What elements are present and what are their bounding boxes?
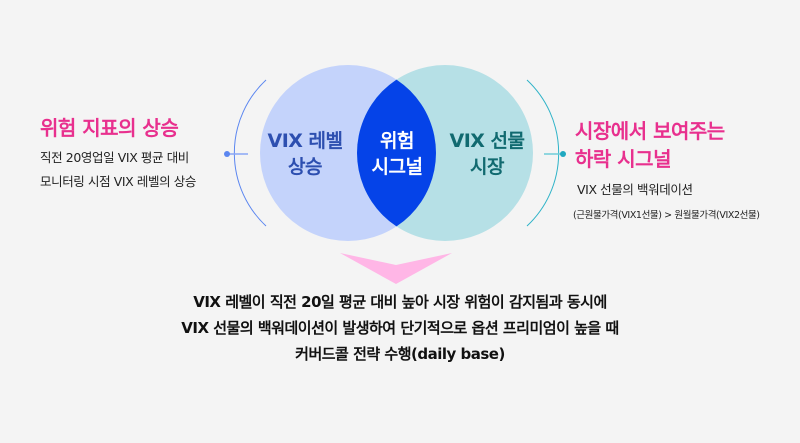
- right-connector-dot: [560, 151, 566, 157]
- right-arc: [526, 79, 560, 227]
- conclusion-line: VIX 선물의 백워데이션이 발생하여 단기적으로 옵션 프리미엄이 높을 때: [181, 319, 619, 337]
- label-line: VIX 레벨: [267, 130, 344, 152]
- left-description: 직전 20영업일 VIX 평균 대비 모니터링 시점 VIX 레벨의 상승: [40, 146, 196, 194]
- intersection-label: 위험 시그널: [355, 128, 439, 180]
- right-description: VIX 선물의 백워데이션: [577, 182, 693, 197]
- label-line: VIX 선물: [449, 130, 526, 152]
- left-desc-line: 모니터링 시점 VIX 레벨의 상승: [40, 174, 196, 189]
- left-circle-label: VIX 레벨 상승: [255, 128, 355, 180]
- left-arc: [233, 79, 267, 227]
- right-title-line: 시장에서 보여주는: [575, 119, 725, 143]
- left-title: 위험 지표의 상승: [40, 116, 179, 140]
- right-title-line: 하락 시그널: [575, 147, 671, 171]
- conclusion-line: VIX 레벨이 직전 20일 평균 대비 높아 시장 위험이 감지됨과 동시에: [193, 293, 607, 311]
- right-subnote: (근원물가격(VIX1선물) > 원월물가격(VIX2선물): [573, 210, 760, 221]
- intersection: [357, 65, 436, 241]
- conclusion-text: VIX 레벨이 직전 20일 평균 대비 높아 시장 위험이 감지됨과 동시에 …: [0, 289, 800, 367]
- conclusion-line: 커버드콜 전략 수행(daily base): [295, 345, 505, 363]
- right-circle-label: VIX 선물 시장: [432, 128, 542, 180]
- left-desc-line: 직전 20영업일 VIX 평균 대비: [40, 150, 189, 165]
- right-title: 시장에서 보여주는 하락 시그널: [575, 117, 725, 173]
- left-connector-dot: [224, 151, 230, 157]
- label-line: 시장: [470, 156, 504, 178]
- label-line: 시그널: [371, 156, 423, 178]
- label-line: 상승: [288, 156, 322, 178]
- down-arrow-icon: [340, 253, 452, 284]
- label-line: 위험: [380, 130, 414, 152]
